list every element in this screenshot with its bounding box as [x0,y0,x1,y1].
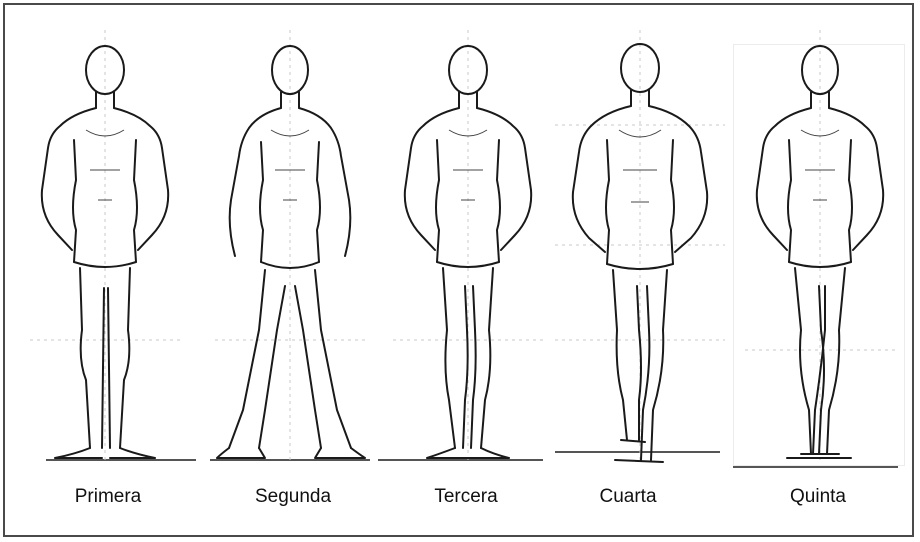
label-cuarta: Cuarta [553,486,703,508]
figure-segunda [205,0,375,500]
dancer-figure-quinta [735,30,905,470]
dancer-figure-segunda [205,30,375,470]
label-segunda: Segunda [218,486,368,508]
dancer-figure-primera [20,30,190,470]
label-primera: Primera [33,486,183,508]
label-quinta: Quinta [743,486,893,508]
dancer-figure-tercera [383,30,553,470]
figure-tercera [383,0,553,500]
dancer-figure-cuarta [555,30,725,470]
figure-primera [20,0,190,500]
figure-quinta [735,0,905,500]
figure-cuarta [555,0,725,500]
label-tercera: Tercera [391,486,541,508]
